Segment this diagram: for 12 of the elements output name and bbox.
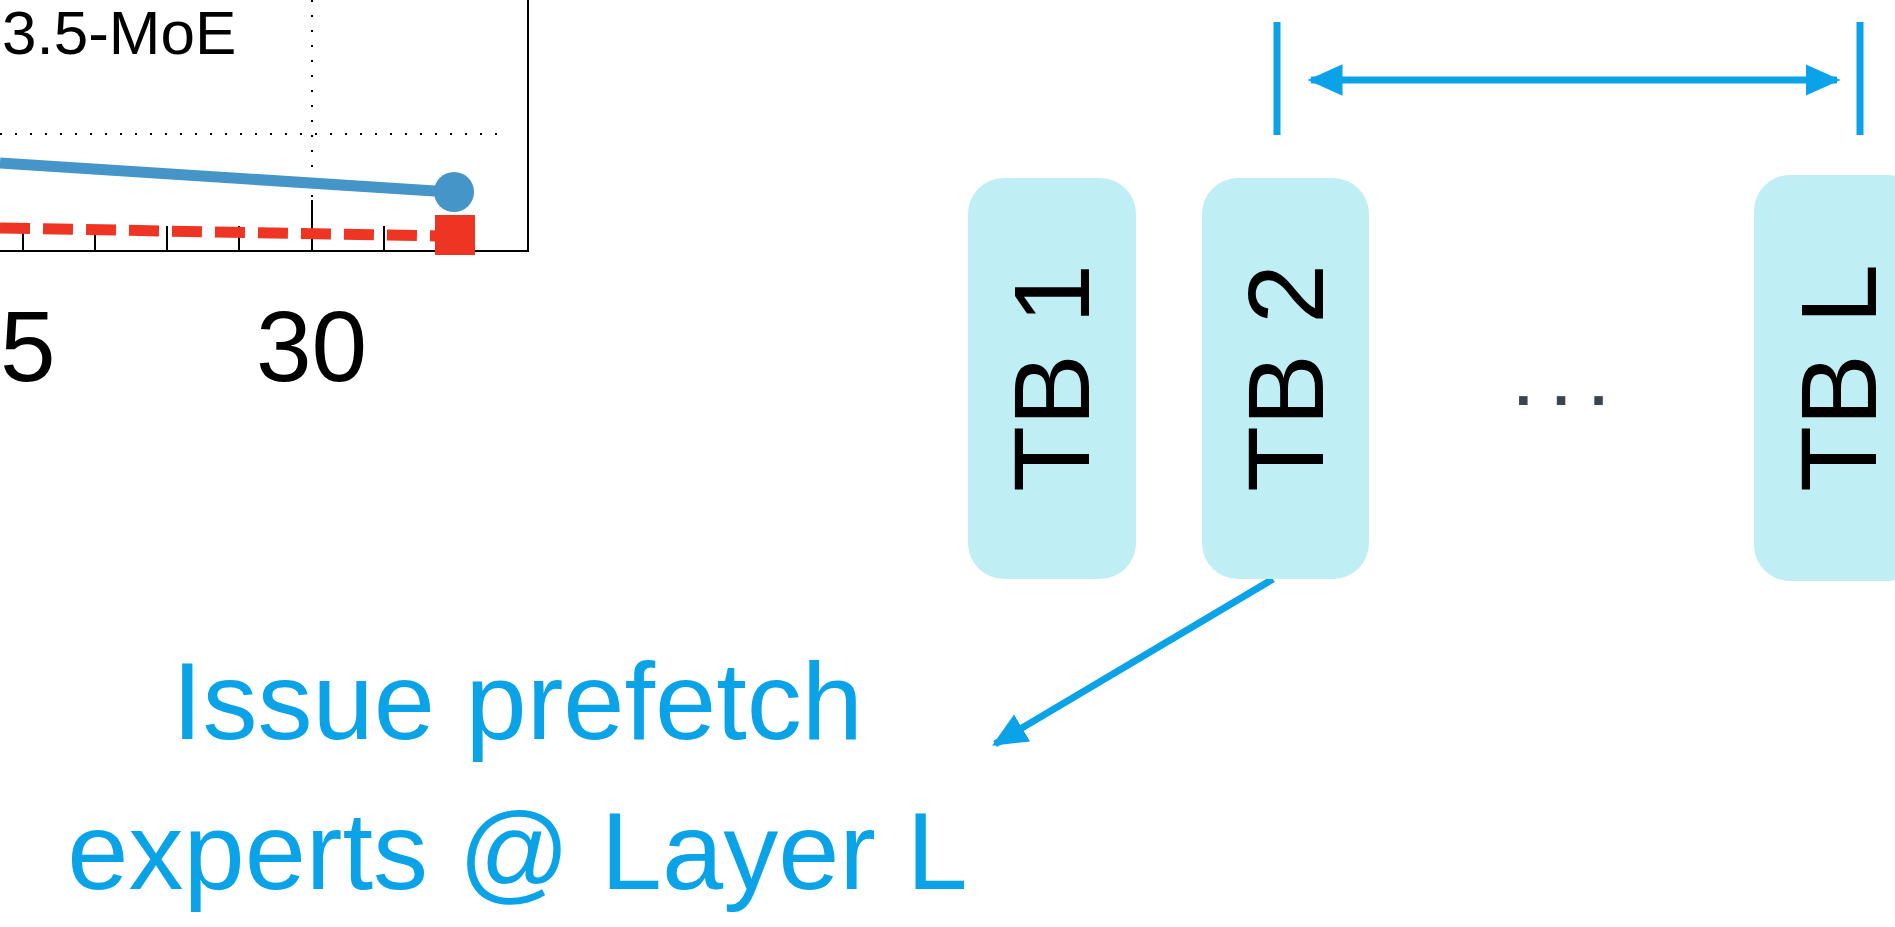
block-label: TB 2: [1231, 264, 1340, 493]
axis-tick-label: 30: [256, 296, 368, 396]
arrow: [992, 576, 1275, 747]
block-box: [968, 178, 1136, 579]
ellipsis: ...: [1515, 355, 1628, 415]
block-box: [1202, 178, 1369, 579]
block-box: [1754, 175, 1895, 581]
block-label: TB 1: [998, 264, 1106, 493]
axis-tick-label: 5: [0, 296, 56, 396]
block-label: TB L: [1785, 263, 1893, 493]
series-label: 3.5-MoE: [2, 2, 237, 64]
annotation-text: Issue prefetch experts @ Layer L: [40, 626, 995, 926]
